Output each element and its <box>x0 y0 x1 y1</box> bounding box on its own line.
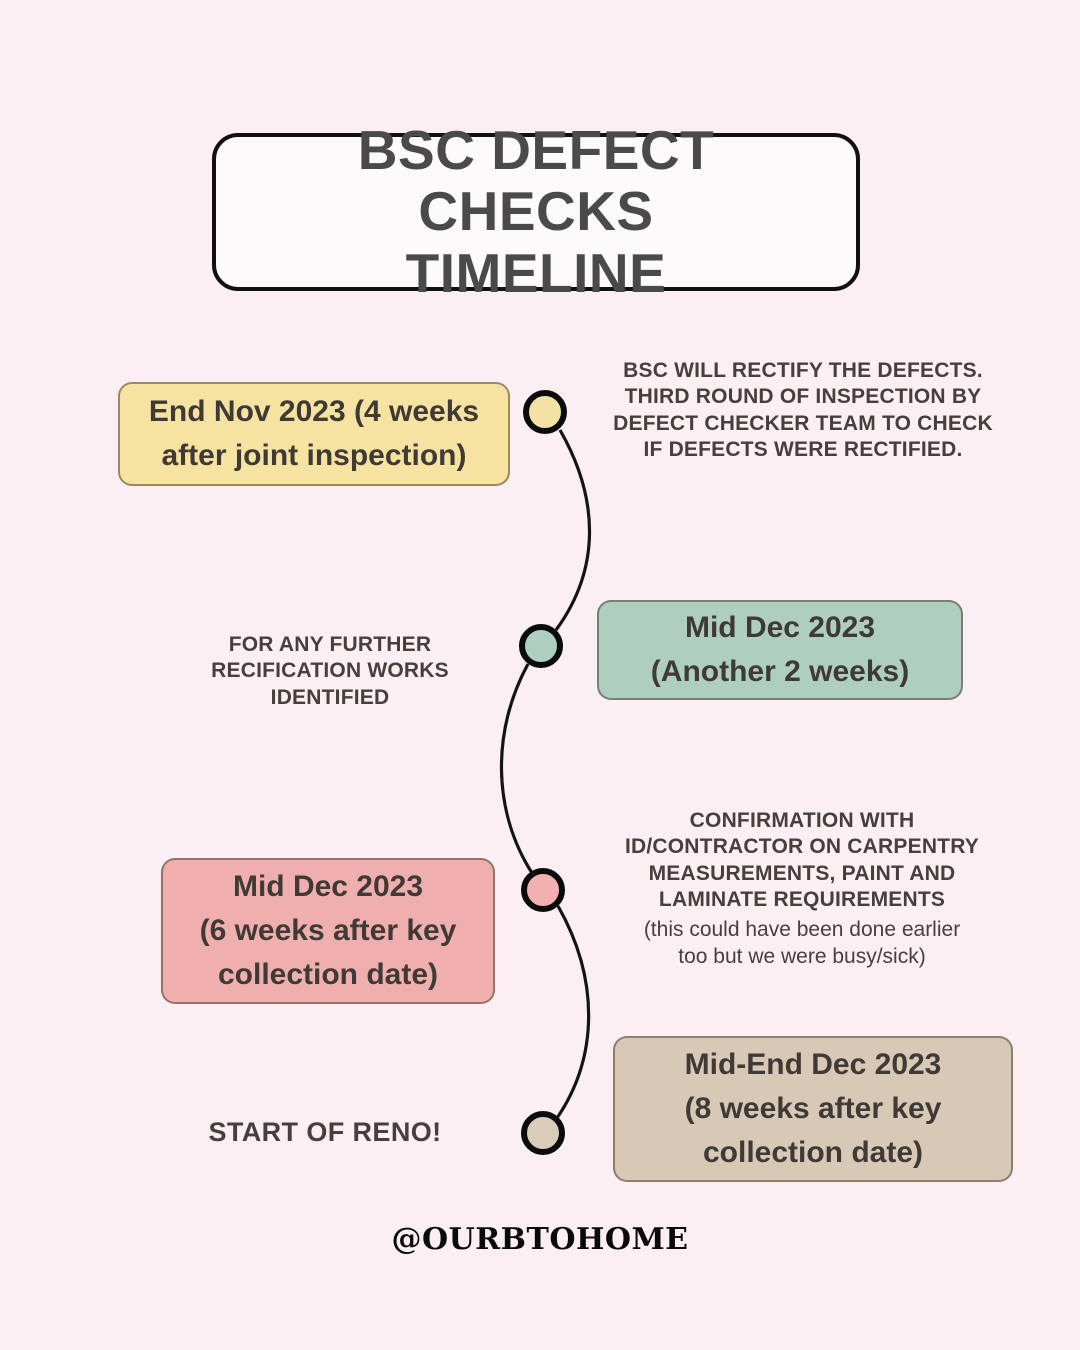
stage-1-description-line-3: DEFECT CHECKER TEAM TO CHECK <box>613 411 993 435</box>
page-title-line-2: TIMELINE <box>405 241 667 304</box>
stage-2-description-line-1: FOR ANY FURTHER <box>228 633 432 656</box>
timeline-curve-segment-3 <box>555 905 591 1119</box>
stage-3-description-line-4: LAMINATE REQUIREMENTS <box>658 887 946 911</box>
stage-1-description-line-1: BSC WILL RECTIFY THE DEFECTS. <box>623 359 983 382</box>
account-handle[interactable]: @OURBTOHOME <box>391 1222 689 1257</box>
stage-3-description-line-2: ID/CONTRACTOR ON CARPENTRY <box>624 835 980 859</box>
stage-3-description-line-3: MEASUREMENTS, PAINT AND <box>648 861 956 885</box>
stage-2-description-line-3: IDENTIFIED <box>270 685 390 709</box>
stage-3-description: CONFIRMATION WITH ID/CONTRACTOR ON CARPE… <box>592 808 1012 971</box>
stage-4-description-line-1: START OF RENO! <box>208 1117 442 1147</box>
timeline-node-3[interactable] <box>521 868 565 912</box>
stage-2-description: FOR ANY FURTHER RECIFICATION WORKS IDENT… <box>170 632 490 711</box>
stage-4-date-box[interactable]: Mid-End Dec 2023 (8 weeks after key coll… <box>613 1036 1013 1182</box>
page-title: BSC DEFECT CHECKS TIMELINE <box>216 118 856 305</box>
stage-4-description: START OF RENO! <box>160 1116 490 1150</box>
stage-1-description-line-2: THIRD ROUND OF INSPECTION BY <box>624 385 982 409</box>
timeline-node-2[interactable] <box>519 624 563 668</box>
stage-4-date-line-3: collection date) <box>702 1135 924 1169</box>
stage-4-date-line-1: Mid-End Dec 2023 <box>684 1048 942 1082</box>
stage-4-date-text: Mid-End Dec 2023 (8 weeks after key coll… <box>685 1043 942 1174</box>
timeline-node-1[interactable] <box>523 390 567 434</box>
stage-3-description-note-line-1: (this could have been done earlier <box>643 918 961 941</box>
stage-2-date-box[interactable]: Mid Dec 2023 (Another 2 weeks) <box>597 600 963 700</box>
stage-1-description-line-4: IF DEFECTS WERE RECTIFIED. <box>643 437 963 461</box>
stage-2-date-line-1: Mid Dec 2023 <box>684 611 876 645</box>
stage-3-description-note-line-2: too but we were busy/sick) <box>678 945 926 969</box>
timeline-curve-segment-2 <box>499 663 534 874</box>
stage-3-date-line-3: collection date) <box>217 957 439 991</box>
stage-3-date-line-1: Mid Dec 2023 <box>232 870 424 904</box>
timeline-node-4[interactable] <box>521 1111 565 1155</box>
stage-3-date-line-2: (6 weeks after key <box>199 914 457 948</box>
stage-1-date-line-1: End Nov 2023 (4 weeks <box>148 395 480 429</box>
stage-3-description-note: (this could have been done earlier too b… <box>592 916 1012 971</box>
stage-3-date-box[interactable]: Mid Dec 2023 (6 weeks after key collecti… <box>161 858 495 1004</box>
stage-2-date-line-2: (Another 2 weeks) <box>650 655 910 688</box>
stage-3-description-line-1: CONFIRMATION WITH <box>689 809 915 832</box>
stage-1-date-box[interactable]: End Nov 2023 (4 weeks after joint inspec… <box>118 382 510 486</box>
stage-2-date-text: Mid Dec 2023 (Another 2 weeks) <box>651 606 909 694</box>
page-title-card: BSC DEFECT CHECKS TIMELINE <box>212 119 860 304</box>
stage-1-date-line-2: after joint inspection) <box>161 439 467 472</box>
page-title-line-1: BSC DEFECT CHECKS <box>357 118 715 243</box>
stage-1-date-text: End Nov 2023 (4 weeks after joint inspec… <box>149 390 479 478</box>
stage-1-description: BSC WILL RECTIFY THE DEFECTS. THIRD ROUN… <box>578 358 1028 463</box>
stage-3-date-text: Mid Dec 2023 (6 weeks after key collecti… <box>200 865 457 996</box>
stage-2-description-line-2: RECIFICATION WORKS <box>211 659 449 683</box>
stage-4-date-line-2: (8 weeks after key <box>684 1092 942 1126</box>
